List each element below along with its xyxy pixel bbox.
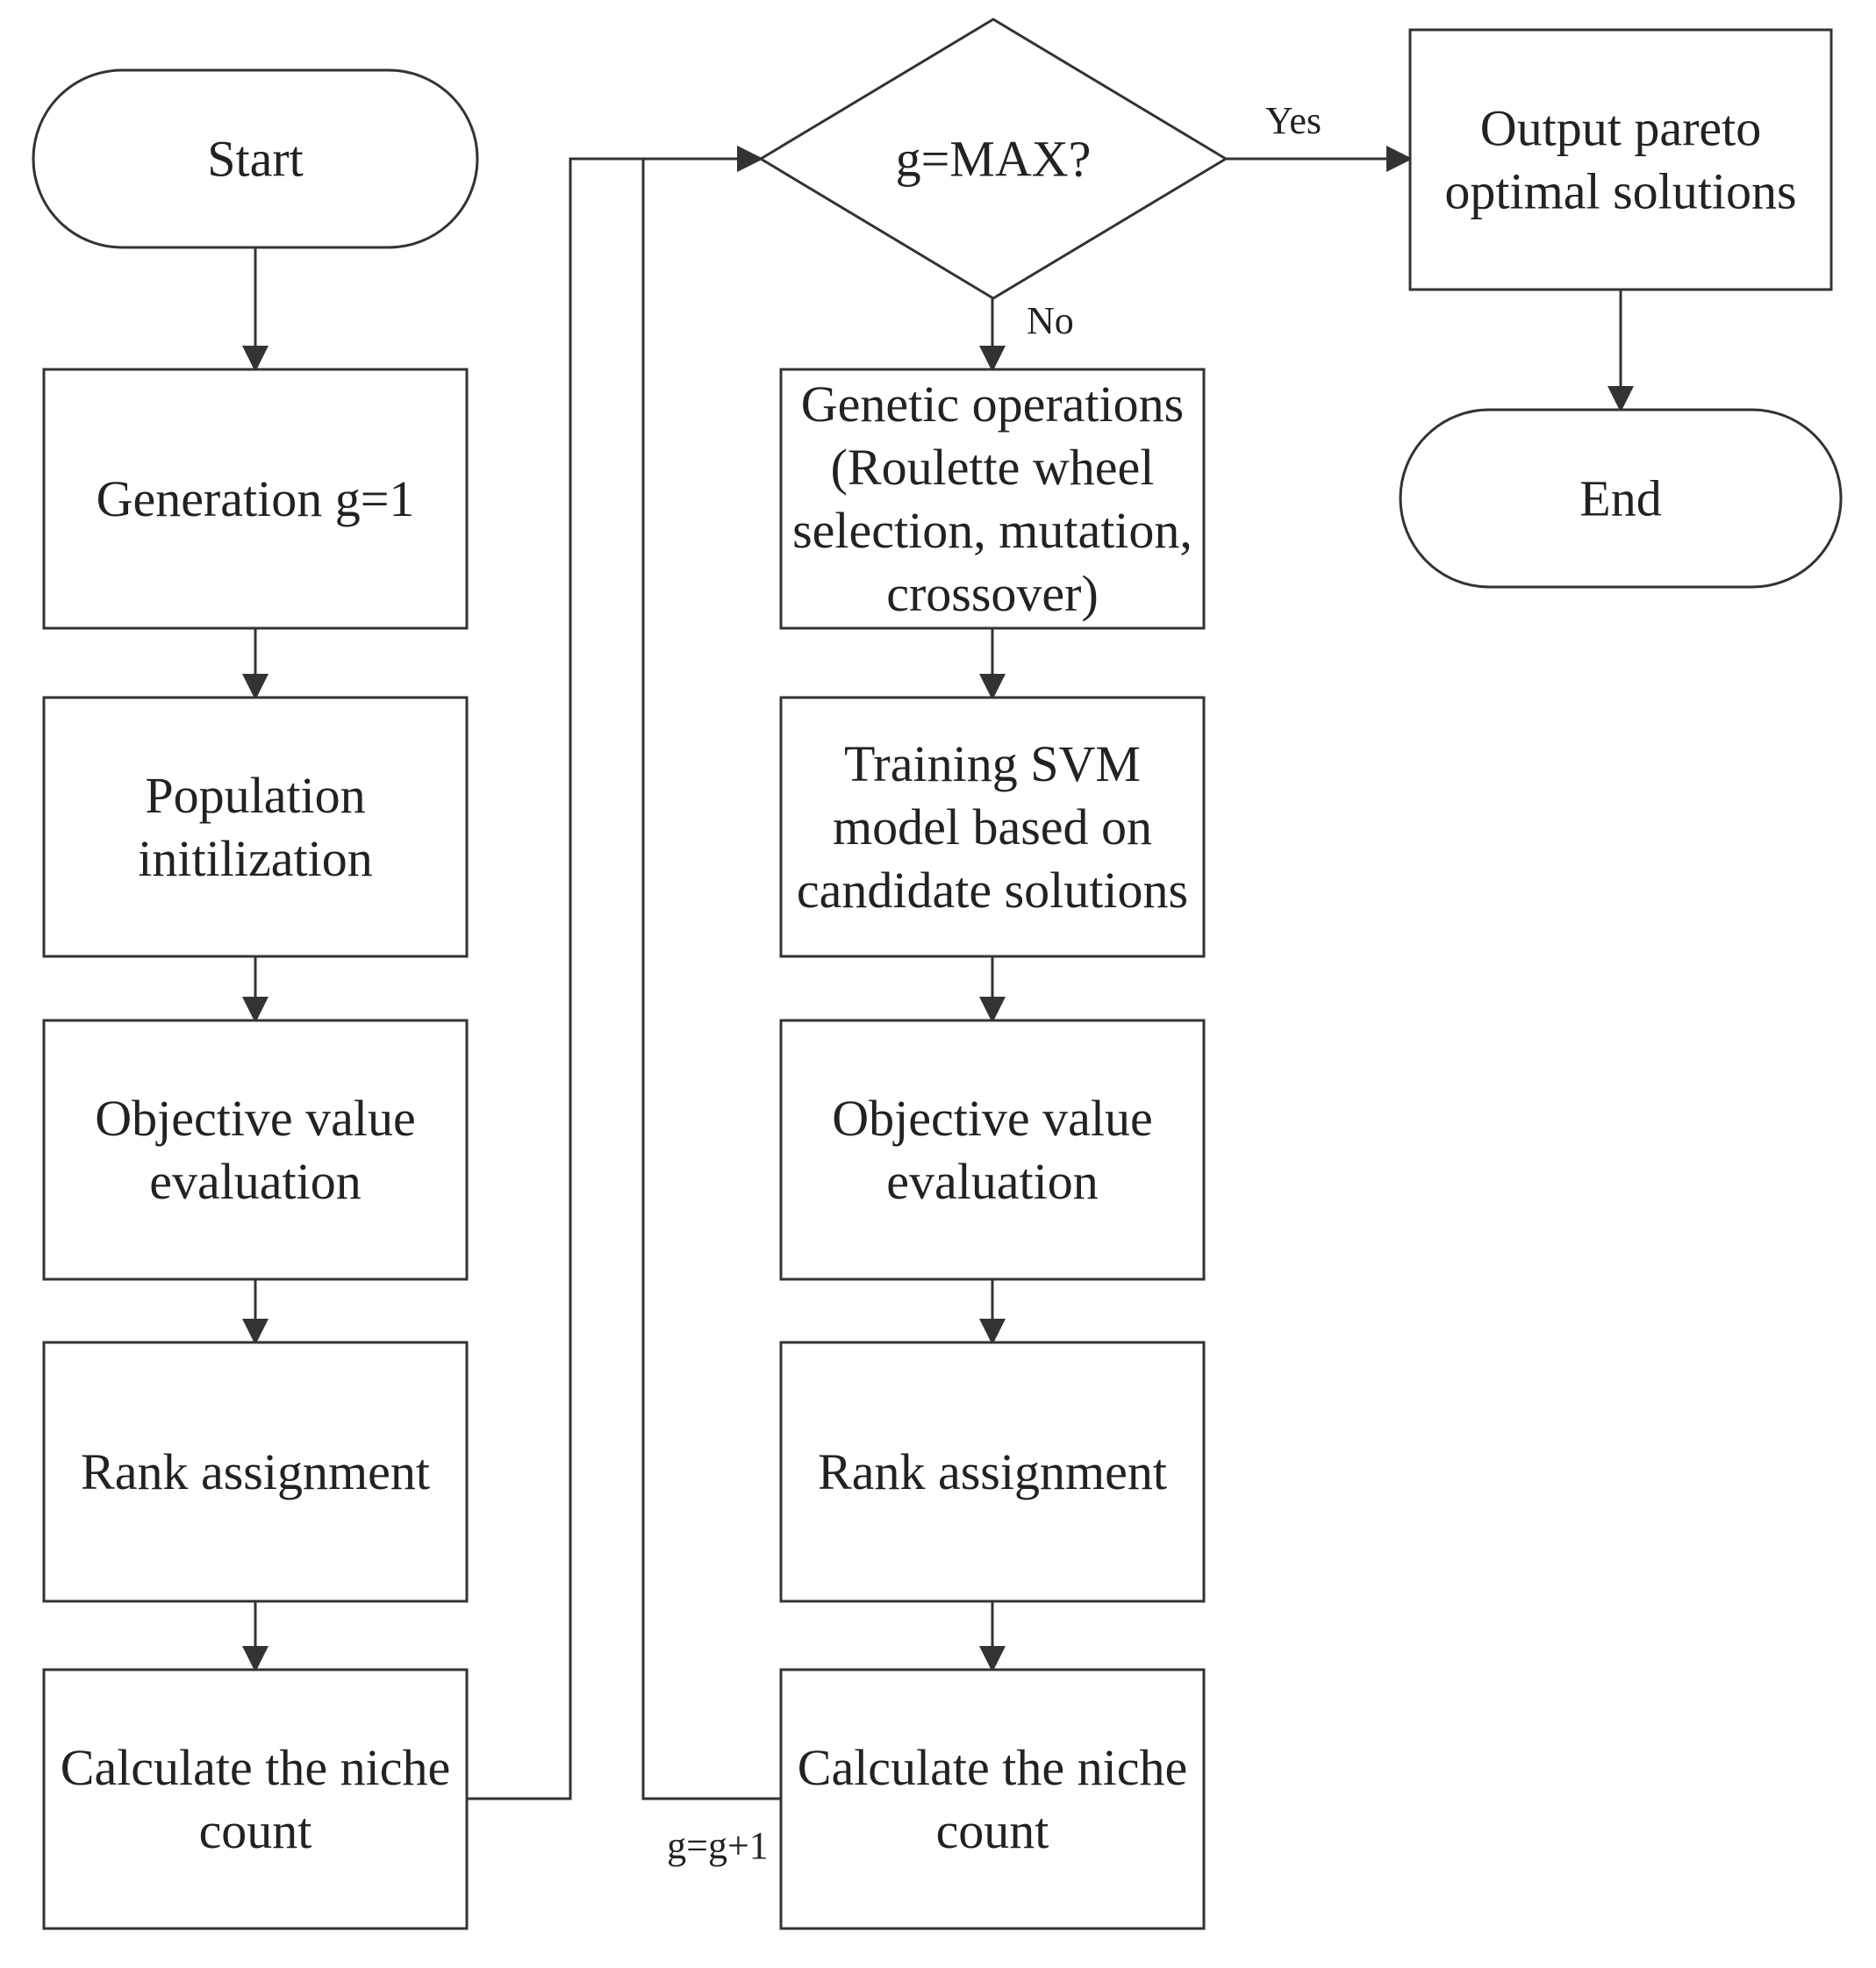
node-label-line: Population: [145, 767, 365, 824]
node-label-line: Objective value: [832, 1090, 1153, 1147]
node-label-line: Output pareto: [1480, 100, 1762, 157]
node-label-line: candidate solutions: [797, 862, 1188, 919]
node-label-line: Calculate the niche: [61, 1739, 450, 1796]
edge-niche-mid-to-decision: g=g+1: [641, 146, 781, 1867]
node-label-line: Start: [207, 131, 304, 188]
node-label-line: evaluation: [886, 1153, 1099, 1210]
node-shape: [779, 1668, 1206, 1930]
edge-arrow: [641, 146, 781, 1800]
node-objective-left: Objective value evaluation: [42, 1019, 469, 1281]
node-end: End: [1399, 408, 1843, 589]
node-shape: [42, 1019, 469, 1281]
node-shape: [42, 368, 469, 630]
node-label-line: Training SVM: [844, 735, 1141, 792]
node-rank-left: Rank assignment: [42, 1341, 469, 1603]
node-label-line: End: [1579, 470, 1661, 527]
node-label-line: crossover): [886, 565, 1099, 622]
node-output: Output pareto optimal solutions: [1408, 28, 1833, 291]
node-shape: [779, 696, 1206, 958]
edge-decision-to-output: Yes: [1226, 99, 1413, 172]
node-shape: [42, 1668, 469, 1930]
node-training: Training SVM model based on candidate solu…: [779, 696, 1206, 958]
node-shape: [1408, 28, 1833, 291]
node-niche-left: Calculate the niche count: [42, 1668, 469, 1930]
edge-arrow: [467, 146, 763, 1800]
node-shape: [1399, 408, 1843, 589]
edge-label: Yes: [1265, 99, 1321, 142]
node-label-line: count: [936, 1802, 1049, 1859]
edge-label: g=g+1: [667, 1824, 769, 1867]
node-label-line: Objective value: [95, 1090, 416, 1147]
node-shape: [42, 1341, 469, 1603]
node-shape: [32, 68, 479, 249]
edge-decision-to-genetic: No: [979, 298, 1074, 372]
node-start: Start: [32, 68, 479, 249]
node-label-line: Calculate the niche: [798, 1739, 1187, 1796]
node-decision: g=MAX?: [758, 18, 1228, 300]
node-label-line: initilization: [138, 830, 372, 887]
node-shape: [42, 696, 469, 958]
node-label-line: Generation g=1: [97, 470, 415, 527]
node-label-line: Genetic operations: [801, 376, 1184, 433]
node-generation: Generation g=1: [42, 368, 469, 630]
node-label-line: optimal solutions: [1444, 163, 1796, 220]
node-population: Population initilization: [42, 696, 469, 958]
node-shape: [779, 368, 1206, 630]
node-objective-mid: Objective value evaluation: [779, 1019, 1206, 1281]
edge-label: No: [1027, 299, 1074, 342]
node-label-line: g=MAX?: [896, 131, 1092, 188]
edge-niche-left-to-decision: [467, 146, 763, 1800]
node-label-line: (Roulette wheel: [831, 439, 1155, 496]
node-shape: [779, 1341, 1206, 1603]
node-label-line: count: [199, 1802, 312, 1859]
node-shape: [779, 1019, 1206, 1281]
node-label-line: Rank assignment: [818, 1443, 1167, 1500]
node-niche-mid: Calculate the niche count: [779, 1668, 1206, 1930]
node-genetic: Genetic operations (Roulette wheel selecti…: [779, 368, 1206, 630]
node-rank-mid: Rank assignment: [779, 1341, 1206, 1603]
node-label-line: model based on: [833, 798, 1152, 855]
node-label-line: evaluation: [149, 1153, 362, 1210]
node-label-line: Rank assignment: [81, 1443, 430, 1500]
node-shape: [758, 18, 1228, 300]
node-label-line: selection, mutation,: [792, 502, 1192, 559]
